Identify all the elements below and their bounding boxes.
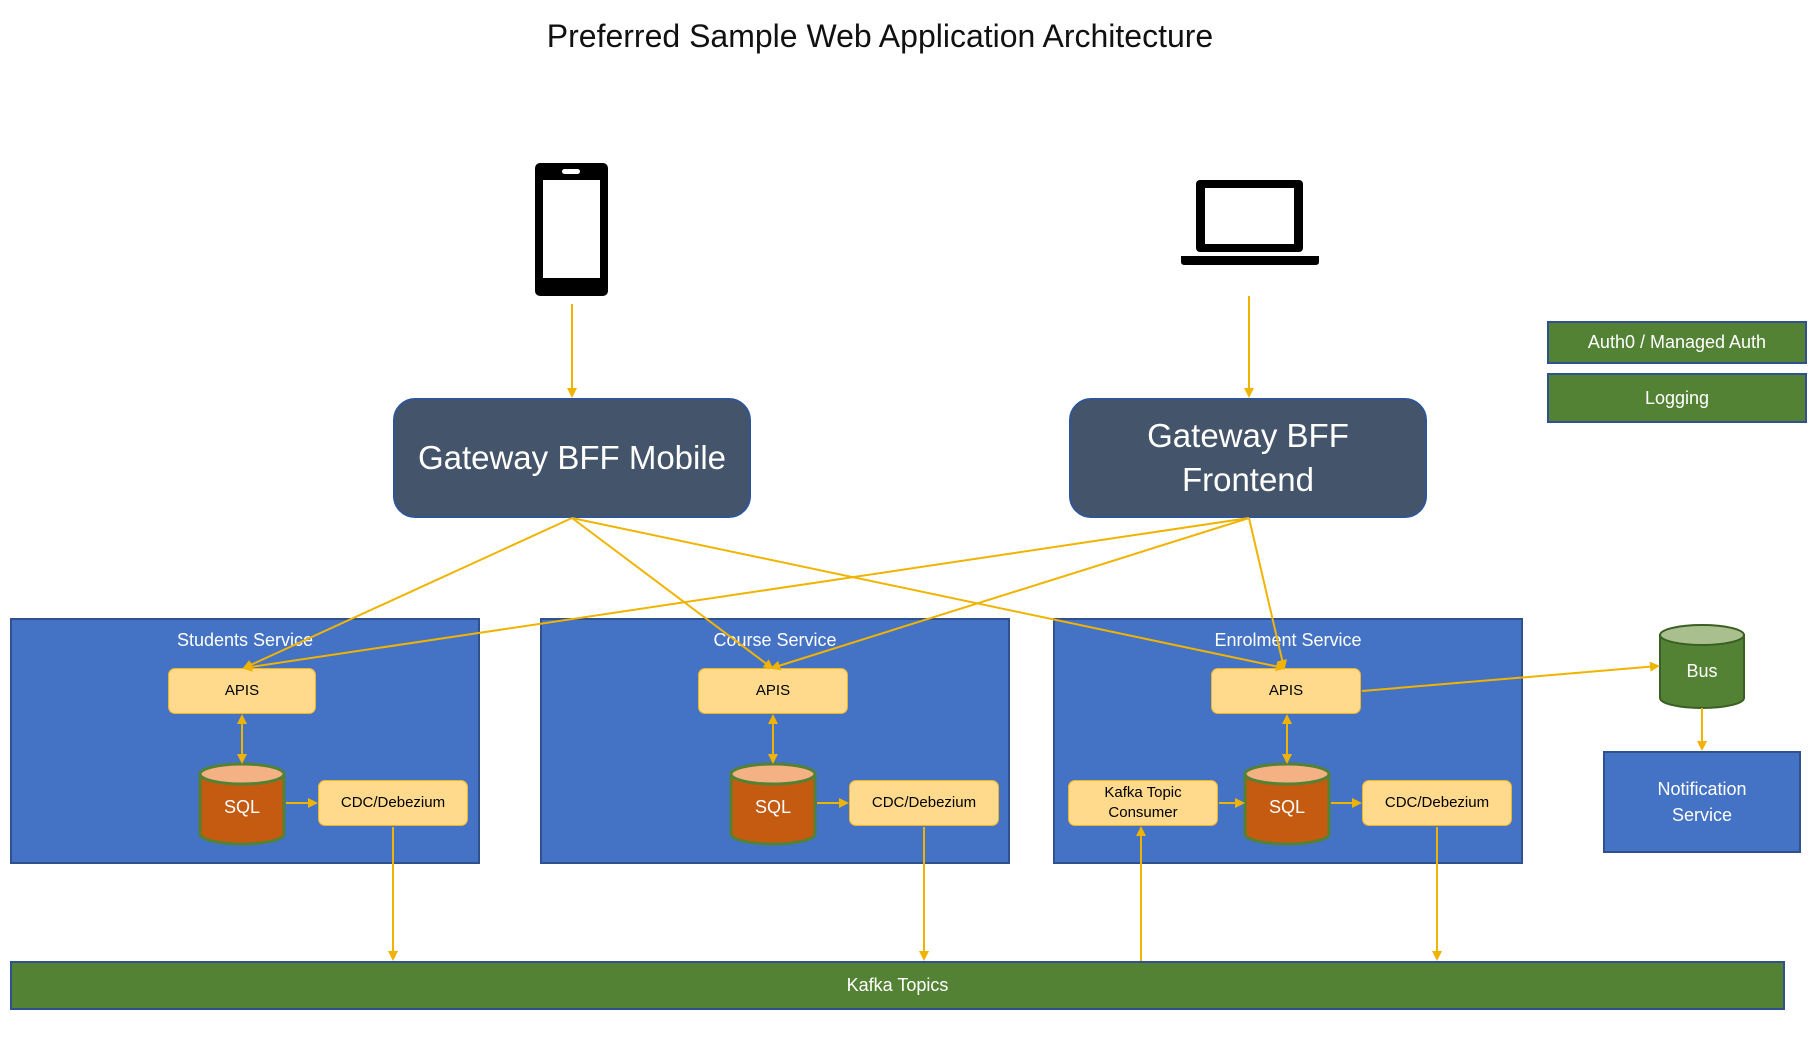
arrow-apis-bus <box>1361 661 1660 692</box>
arrow-frontend-to-enrolment <box>1248 517 1288 670</box>
bus-cylinder <box>1659 624 1745 709</box>
students-apis: APIS <box>168 668 316 714</box>
auth-box: Auth0 / Managed Auth <box>1547 321 1807 364</box>
course-service-title: Course Service <box>713 630 837 650</box>
enrolment-sql-cylinder <box>1243 762 1331 846</box>
course-apis: APIS <box>698 668 848 714</box>
enrolment-service-title: Enrolment Service <box>1214 630 1362 650</box>
arrow-mobile-to-students <box>242 517 573 670</box>
notification-service: Notification Service <box>1603 751 1801 853</box>
enrolment-cdc: CDC/Debezium <box>1362 780 1512 826</box>
course-sql-cylinder <box>729 762 817 846</box>
arrow-mobile-to-enrolment <box>571 517 1286 672</box>
arrow-frontend-to-course <box>770 517 1250 671</box>
course-sql-label: SQL <box>754 797 792 817</box>
arrow-mobile-to-course <box>571 517 774 670</box>
mobile-phone-icon <box>535 163 608 296</box>
course-cdc: CDC/Debezium <box>849 780 999 826</box>
arrow-frontend-to-students <box>242 517 1250 672</box>
students-cdc: CDC/Debezium <box>318 780 468 826</box>
students-service-title: Students Service <box>176 630 314 650</box>
bus-label: Bus <box>1686 661 1718 681</box>
kafka-topic-consumer: Kafka Topic Consumer <box>1068 780 1218 826</box>
gateway-bff-mobile: Gateway BFF Mobile <box>393 398 751 518</box>
kafka-topics-bar: Kafka Topics <box>10 961 1785 1010</box>
students-sql-cylinder <box>198 762 286 846</box>
logging-box: Logging <box>1547 373 1807 423</box>
gateway-bff-frontend: Gateway BFF Frontend <box>1069 398 1427 518</box>
enrolment-sql-label: SQL <box>1268 797 1306 817</box>
students-sql-label: SQL <box>223 797 261 817</box>
page-title: Preferred Sample Web Application Archite… <box>546 18 1214 54</box>
laptop-icon <box>1181 180 1319 265</box>
